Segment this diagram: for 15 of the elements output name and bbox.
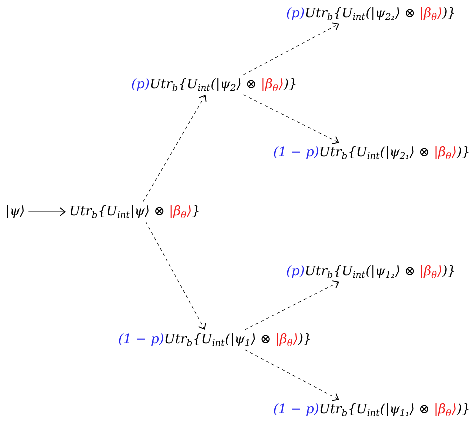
arrow xyxy=(28,208,66,216)
dashed-arrow xyxy=(146,222,206,330)
formula: (p) Utr$_{b}${U$_{int}$(|ψ$_{2}$⟩ ⊗ |β$_{θ}$⟩)} xyxy=(132,78,296,92)
formula: |ψ⟩ xyxy=(7,206,24,218)
dashed-arrow xyxy=(243,22,340,76)
formula: Utr$_{b}${U$_{int}$|ψ⟩ ⊗ |β$_{θ}$⟩} xyxy=(70,206,199,219)
formula: (1 − p) Utr$_{b}${U$_{int}$(|ψ$_{1₁}$⟩ ⊗ |β$_{θ}$⟩)} xyxy=(274,404,469,417)
formula: (1 − p) Utr$_{b}${U$_{int}$(|ψ$_{2₁}$⟩ ⊗ |β$_{θ}$⟩)} xyxy=(274,146,469,160)
dashed-arrow xyxy=(244,280,340,330)
dashed-arrow xyxy=(244,350,340,402)
formula: (p) Utr$_{b}${U$_{int}$(|ψ$_{2₂}$⟩ ⊗ |β$_{θ}$⟩)} xyxy=(287,8,454,21)
dashed-arrow xyxy=(243,94,340,144)
dashed-arrow xyxy=(142,95,207,202)
formula: (p) Utr$_{b}${U$_{int}$(|ψ$_{1₂}$⟩ ⊗ |β$_{θ}$⟩)} xyxy=(287,266,454,279)
formula: (1 − p) Utr$_{b}${U$_{int}$(|ψ$_{1}$⟩ ⊗ |β$_{θ}$⟩)} xyxy=(119,334,310,347)
